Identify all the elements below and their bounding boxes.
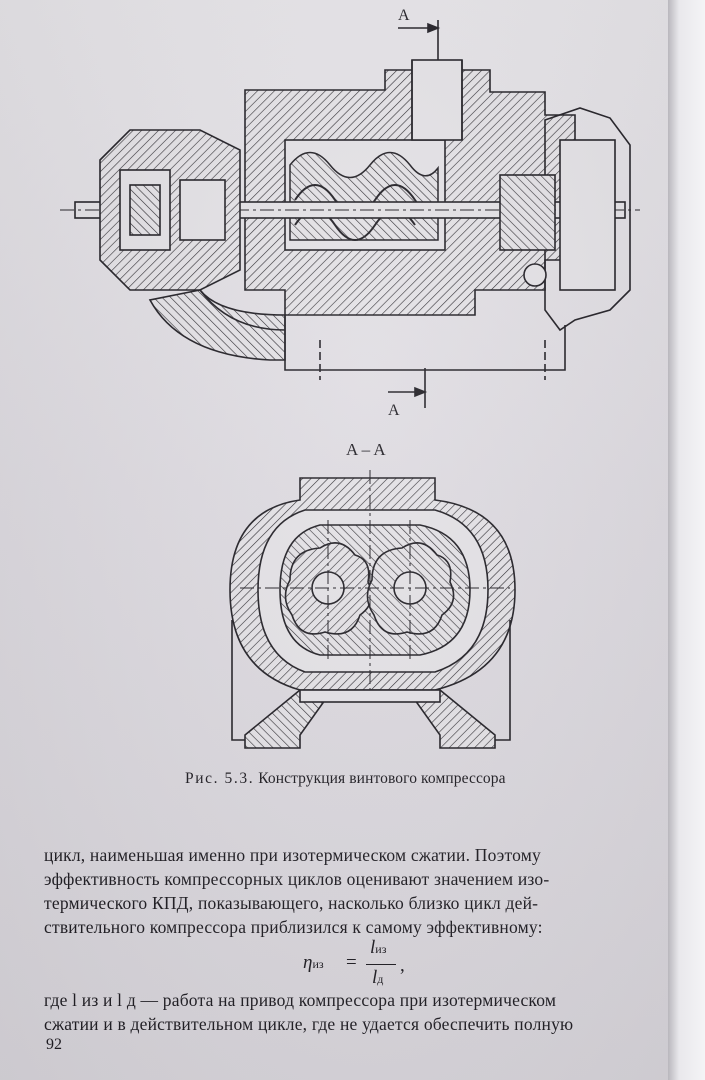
numerator: l bbox=[370, 937, 376, 958]
text-line-5: где l из и l д — работа на привод компре… bbox=[44, 990, 557, 1010]
text-line-6: сжатии и в действительном цикле, где не … bbox=[44, 1014, 574, 1034]
figure-caption: Рис. 5.3. Конструкция винтового компресс… bbox=[185, 770, 506, 788]
text-line-4: ствительного компрессора приблизился к с… bbox=[44, 917, 543, 937]
text-line-1: цикл, наименьшая именно при изотермическ… bbox=[44, 845, 541, 865]
denominator: l bbox=[372, 967, 378, 988]
section-title: A – A bbox=[346, 440, 386, 459]
equals-sign: = bbox=[346, 952, 357, 973]
isothermal-efficiency-formula: ηиз = lиз lд , bbox=[300, 937, 430, 997]
next-page-edge bbox=[668, 0, 705, 1080]
compressor-drawing: A A A – A bbox=[60, 7, 640, 749]
figure-number: Рис. 5.3. bbox=[185, 770, 255, 787]
section-label-top: A bbox=[398, 7, 410, 24]
eta-subscript: из bbox=[312, 957, 324, 971]
section-label-bottom: A bbox=[388, 402, 400, 419]
text-line-2: эффективность компрессорных циклов оцени… bbox=[44, 869, 550, 889]
eta-symbol: η bbox=[303, 952, 313, 973]
numerator-subscript: из bbox=[375, 942, 387, 956]
figure-title: Конструкция винтового компрессора bbox=[258, 770, 506, 787]
formula-comma: , bbox=[400, 955, 405, 976]
denominator-subscript: д bbox=[377, 972, 384, 986]
text-line-3: термического КПД, показывающего, насколь… bbox=[44, 893, 539, 913]
book-page: A A A – A Рис. 5.3. Конструкция винтовог… bbox=[0, 0, 668, 1080]
fraction-bar bbox=[366, 964, 396, 966]
page-number: 92 bbox=[46, 1036, 62, 1053]
